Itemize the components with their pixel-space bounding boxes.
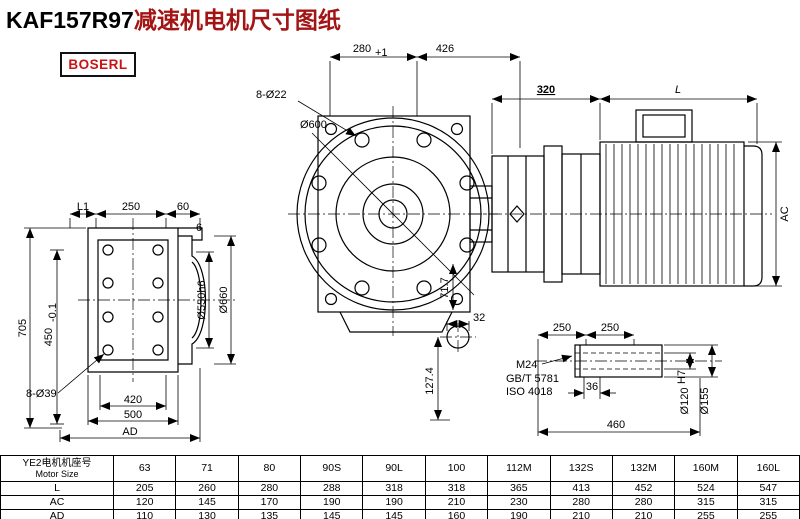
table-cell: 135 xyxy=(237,509,302,519)
dim-426: 426 xyxy=(436,43,454,55)
table-header-en: Motor Size xyxy=(35,469,79,480)
dim-155: Ø155 xyxy=(699,388,711,415)
table-col-header: 160M xyxy=(674,455,738,482)
table-col-header: 112M xyxy=(487,455,551,482)
dim-320: 320 xyxy=(537,84,555,96)
table-col-header: 160L xyxy=(736,455,800,482)
table-cell: 210 xyxy=(424,495,489,510)
dim-250a: 250 xyxy=(553,322,571,334)
table-cell: 190 xyxy=(362,495,426,510)
table-cell: 145 xyxy=(300,509,364,519)
page-title: KAF157R97减速机电机尺寸图纸 xyxy=(6,1,341,35)
dim-36: 36 xyxy=(586,381,598,393)
dim-L1: L1 xyxy=(77,201,89,213)
dim-60: 60 xyxy=(177,201,189,213)
table-row-label: L xyxy=(0,481,114,496)
dim-250b: 250 xyxy=(601,322,619,334)
table-cell: 280 xyxy=(237,481,302,496)
table-cell: 524 xyxy=(674,481,738,496)
table-cell: 280 xyxy=(549,495,613,510)
motor-side-view: 320 L AC xyxy=(469,84,791,287)
table-col-header: 80 xyxy=(237,455,302,482)
table-cell: 288 xyxy=(300,481,364,496)
table-col-header: 90L xyxy=(362,455,426,482)
dim-280: 280 xyxy=(353,43,371,55)
dim-250: 250 xyxy=(122,201,140,213)
table-cell: 365 xyxy=(487,481,551,496)
table-cell: 255 xyxy=(674,509,738,519)
label-m24: M24 xyxy=(516,359,537,371)
table-cell: 145 xyxy=(175,495,239,510)
dim-AC: AC xyxy=(779,206,791,221)
table-cell: 160 xyxy=(424,509,489,519)
dim-AD: AD xyxy=(122,426,137,438)
table-cell: 547 xyxy=(736,481,800,496)
table-cell: 210 xyxy=(549,509,613,519)
table-cell: 190 xyxy=(300,495,364,510)
dim-600: Ø600 xyxy=(300,119,327,131)
dim-660: Ø660 xyxy=(218,287,230,314)
shaft-detail-view: 250 250 M24 GB/T 5781 ISO 4018 36 460 Ø1… xyxy=(506,322,722,436)
dim-L: L xyxy=(675,84,681,96)
table-cell: 260 xyxy=(175,481,239,496)
table-cell: 280 xyxy=(611,495,676,510)
table-cell: 318 xyxy=(362,481,426,496)
title-model-code: KAF157R97 xyxy=(6,7,134,33)
dim-280-tol: +1 xyxy=(375,47,388,59)
table-cell: 120 xyxy=(112,495,177,510)
dim-120: Ø120 xyxy=(679,388,691,415)
table-cell: 205 xyxy=(112,481,177,496)
table-col-header: 90S xyxy=(300,455,364,482)
table-col-header: 132M xyxy=(611,455,676,482)
shaft-section-view: 32 127.4 xyxy=(424,312,485,421)
table-header-cn: YE2电机机座号 xyxy=(22,457,92,469)
table-cell: 130 xyxy=(175,509,239,519)
dim-6: 6 xyxy=(196,222,202,234)
table-cell: 452 xyxy=(611,481,676,496)
table-col-header: 132S xyxy=(549,455,613,482)
table-col-header: 63 xyxy=(112,455,177,482)
dim-450-tol: -0.1 xyxy=(47,303,59,322)
table-cell: 145 xyxy=(362,509,426,519)
front-view: 705 450 -0.1 L1 250 60 6 Ø550h6 Ø660 8-Ø… xyxy=(17,201,236,442)
dim-8xd39: 8-Ø39 xyxy=(26,388,57,400)
table-row-label: AC xyxy=(0,495,114,510)
table-cell: 170 xyxy=(237,495,302,510)
table-cell: 190 xyxy=(487,509,551,519)
table-cell: 110 xyxy=(112,509,177,519)
brand-logo: BOSERL xyxy=(60,52,136,77)
label-gbt-5781: GB/T 5781 xyxy=(506,373,559,385)
table-cell: 230 xyxy=(487,495,551,510)
table-row-label: AD xyxy=(0,509,114,519)
table-col-header: 100 xyxy=(424,455,489,482)
dim-127-4: 127.4 xyxy=(424,367,436,395)
title-description: 减速机电机尺寸图纸 xyxy=(133,7,341,33)
table-cell: 210 xyxy=(611,509,676,519)
dim-550h6: Ø550h6 xyxy=(196,280,208,319)
dim-460: 460 xyxy=(607,419,625,431)
label-iso-4018: ISO 4018 xyxy=(506,386,552,398)
dim-32: 32 xyxy=(473,312,485,324)
dim-420: 420 xyxy=(124,394,142,406)
table-cell: 318 xyxy=(424,481,489,496)
table-col-header: 71 xyxy=(175,455,239,482)
table-cell: 413 xyxy=(549,481,613,496)
dim-705: 705 xyxy=(17,319,29,337)
dim-450: 450 xyxy=(43,328,55,346)
table-cell: 315 xyxy=(674,495,738,510)
dim-8xd22: 8-Ø22 xyxy=(256,89,287,101)
dim-500: 500 xyxy=(124,409,142,421)
table-cell: 255 xyxy=(736,509,800,519)
technical-drawing: 705 450 -0.1 L1 250 60 6 Ø550h6 Ø660 8-Ø… xyxy=(17,43,791,442)
table-cell: 315 xyxy=(736,495,800,510)
dim-71-7: 71.7 xyxy=(439,277,451,298)
flange-view: Ø600 8-Ø22 280 +1 426 71.7 xyxy=(256,43,521,336)
